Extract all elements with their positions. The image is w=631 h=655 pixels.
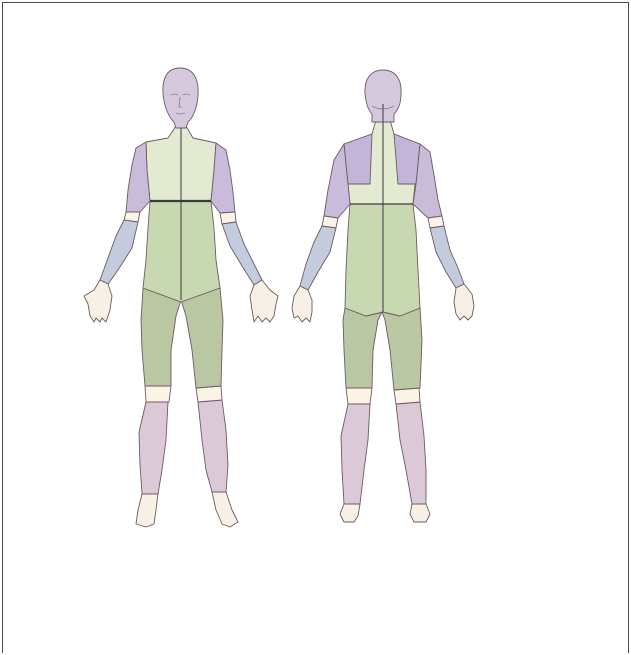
back-right-heel bbox=[410, 504, 430, 522]
back-thighs bbox=[343, 308, 422, 390]
front-right-hand bbox=[250, 280, 278, 322]
back-left-forearm bbox=[300, 226, 336, 290]
back-left-heel bbox=[340, 504, 360, 522]
front-right-lower-leg bbox=[198, 400, 228, 492]
front-left-upper-arm bbox=[126, 142, 150, 212]
front-thighs bbox=[141, 288, 223, 388]
back-left-shoulder-blade bbox=[344, 134, 372, 184]
front-left-lower-leg bbox=[139, 402, 168, 494]
front-left-knee bbox=[145, 386, 171, 402]
back-right-lower-leg bbox=[396, 402, 426, 504]
front-left-forearm bbox=[100, 220, 138, 284]
back-right-hand bbox=[454, 284, 474, 320]
back-left-lower-leg bbox=[341, 404, 370, 504]
front-right-knee bbox=[196, 386, 222, 402]
back-right-knee bbox=[394, 388, 420, 404]
front-right-forearm bbox=[222, 222, 262, 285]
back-right-forearm bbox=[430, 226, 464, 288]
front-head bbox=[163, 68, 198, 128]
back-right-shoulder-blade bbox=[394, 134, 420, 184]
front-right-foot bbox=[212, 492, 238, 527]
front-left-hand bbox=[84, 280, 112, 322]
back-left-hand bbox=[292, 286, 312, 322]
back-left-knee bbox=[346, 388, 372, 404]
front-left-foot bbox=[136, 494, 158, 527]
back-figure bbox=[292, 70, 474, 522]
front-figure bbox=[84, 68, 278, 527]
